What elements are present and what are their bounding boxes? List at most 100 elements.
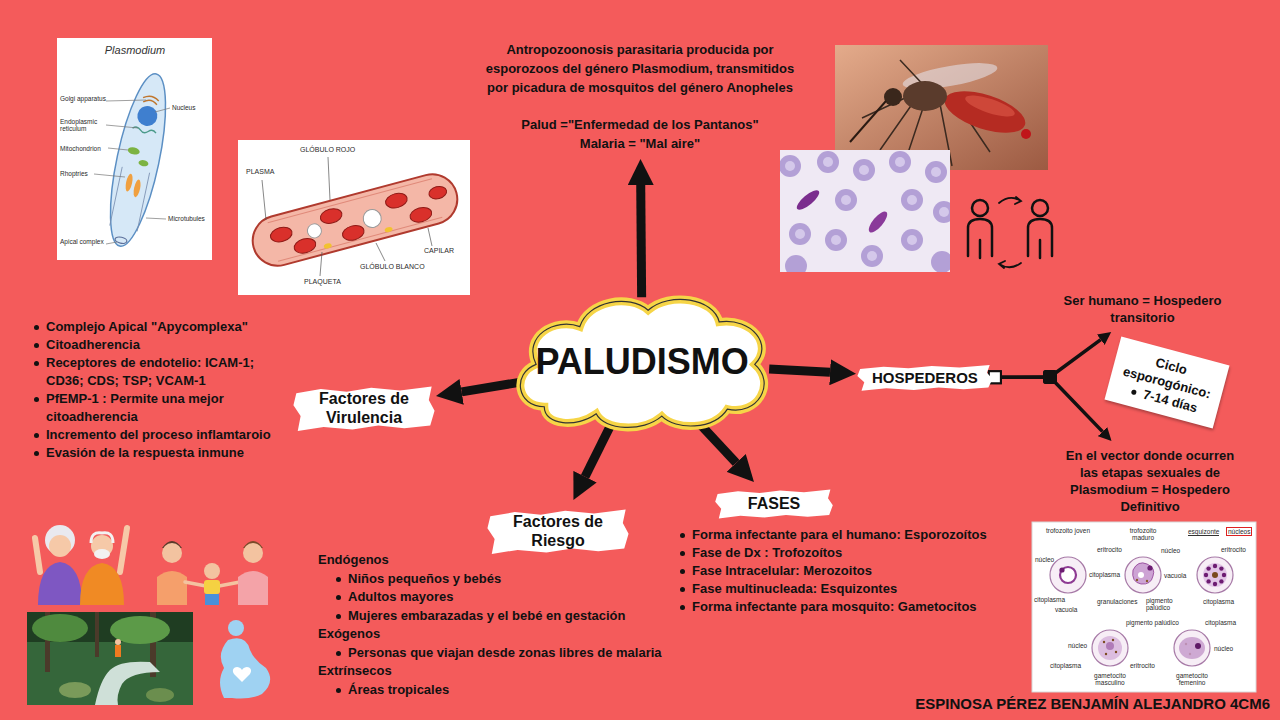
blood-smear-photo xyxy=(901,229,923,251)
parasite-stages-figure xyxy=(1197,557,1233,593)
bullet-item: Mujeres embarazadas y el bebé en gestaci… xyxy=(332,607,728,626)
parasite-stages-figure xyxy=(1050,557,1233,666)
cloud-outline xyxy=(520,299,764,427)
part-label: Rhoptries xyxy=(60,170,106,177)
mosquito-photo xyxy=(850,101,886,142)
pregnancy-icon xyxy=(220,638,270,698)
parasite-stages-figure xyxy=(1212,572,1218,578)
host-cycle-icon xyxy=(999,197,1021,204)
parasite-stages-figure xyxy=(1204,564,1226,586)
forest-photo xyxy=(27,612,193,705)
bullet-list: Forma infectante para el humano: Esporoz… xyxy=(676,526,1028,616)
parasite-stages-figure xyxy=(1213,564,1217,568)
node-text: Endógenos xyxy=(318,551,728,570)
pregnancy-icon xyxy=(228,620,244,636)
blood-vessel-figure xyxy=(384,191,409,210)
blood-smear-photo xyxy=(780,150,950,272)
blood-smear-photo xyxy=(895,157,905,167)
family-figure xyxy=(205,594,219,605)
host-cycle-icon xyxy=(999,261,1021,268)
plasmodium-figure xyxy=(57,38,212,260)
definition-text: Antropozoonosis parasitaria producida po… xyxy=(485,40,795,153)
brush-stroke xyxy=(486,504,630,558)
parasite-stages-figure xyxy=(1179,637,1205,659)
host-cycle-icon xyxy=(1028,219,1052,258)
host-cycle-icon xyxy=(972,200,988,216)
blood-smear-photo xyxy=(780,151,950,272)
node-text: FASES xyxy=(734,494,814,513)
blood-smear-photo xyxy=(785,255,807,272)
bullet-item: Áreas tropicales xyxy=(332,681,728,700)
bullet-list: Complejo Apical "Apycomplexa"Citoadheren… xyxy=(30,318,295,462)
parasite-stages-figure xyxy=(1222,573,1226,577)
parasite-stages-figure xyxy=(1112,639,1114,641)
part-label: granulaciones xyxy=(1097,598,1137,605)
stage-label: trofozoito joven xyxy=(1043,527,1093,534)
forest-photo xyxy=(59,682,91,698)
parasite-stages-figure xyxy=(1136,579,1138,581)
author-credit: ESPINOSA PÉREZ BENJAMÍN ALEJANDRO 4CM6 xyxy=(915,696,1270,713)
parasite-stages-figure xyxy=(1138,572,1144,578)
part-label: núcleo xyxy=(1068,642,1087,649)
node-text: Palud ="Enfermedad de los Pantanos" xyxy=(485,115,795,134)
part-label: PLAQUETA xyxy=(304,278,341,286)
part-label: citoplasma xyxy=(1050,662,1081,669)
brush-stroke xyxy=(715,490,833,519)
arrow-connector xyxy=(988,377,1103,432)
parasite-stages-figure xyxy=(1146,580,1148,582)
mosquito-photo xyxy=(940,83,1030,141)
blood-smear-photo xyxy=(780,155,801,177)
brush-stroke xyxy=(293,386,434,431)
part-label: Nucleus xyxy=(172,104,210,111)
bullet-item: Complejo Apical "Apycomplexa" xyxy=(30,318,295,336)
blood-smear-photo xyxy=(785,157,949,261)
junction-group xyxy=(989,370,1057,384)
arrow-connector xyxy=(462,382,521,392)
part-label: vacuola xyxy=(1164,572,1186,579)
plasmodium-figure xyxy=(138,159,149,167)
host-note: En el vector donde ocurren las etapas se… xyxy=(1055,445,1245,517)
blood-vessel-figure xyxy=(247,169,463,272)
blood-smear-photo xyxy=(889,151,911,173)
arrow-connector xyxy=(585,425,611,477)
parasite-stages-figure xyxy=(1206,579,1210,583)
plasmodium-figure xyxy=(114,236,127,244)
host-note: Ser humano = Hospedero transitorio xyxy=(1055,290,1230,328)
blood-vessel-figure xyxy=(408,205,433,224)
blood-vessel-figure xyxy=(306,222,323,239)
blood-vessel-figure xyxy=(247,169,463,272)
blood-smear-photo xyxy=(931,167,941,177)
elderly-couple-figure xyxy=(38,562,82,605)
parasite-stages-figure xyxy=(1103,641,1105,643)
part-label: citoplasma xyxy=(1089,571,1120,578)
bullet-item: Fase de Dx : Trofozoítos xyxy=(676,544,1028,562)
blood-smear-photo xyxy=(785,161,795,171)
bullet-item: Receptores de endotelio: ICAM-1; CD36; C… xyxy=(30,354,295,390)
brush-stroke xyxy=(487,509,628,554)
parasite-stages-figure xyxy=(1174,630,1210,666)
blood-smear-photo xyxy=(823,157,833,167)
forest-photo xyxy=(95,612,99,657)
mosquito-photo xyxy=(963,91,1017,120)
parasite-stages-figure xyxy=(1105,653,1107,655)
node-text: Exógenos xyxy=(318,625,728,644)
plasmodium-figure xyxy=(99,70,177,251)
branch-heading: Factores de Riesgo xyxy=(492,506,624,556)
part-label: citoplasma xyxy=(1205,619,1236,626)
blood-smear-photo xyxy=(853,159,875,181)
elderly-couple-figure xyxy=(94,549,110,559)
blood-smear-photo xyxy=(780,150,950,272)
blood-smear-photo xyxy=(861,245,883,267)
parasite-stages-figure xyxy=(1125,557,1161,593)
blood-smear-photo xyxy=(866,209,890,235)
arrow-connector xyxy=(769,369,830,372)
part-label: citoplasma xyxy=(1034,596,1065,603)
branch-heading: Factores de Virulencia xyxy=(298,383,430,433)
parasite-stages-figure xyxy=(1050,557,1086,593)
blood-smear-photo xyxy=(901,189,923,211)
parasite-stages-figure xyxy=(1032,522,1256,692)
blood-smear-photo xyxy=(925,161,947,183)
mosquito-photo xyxy=(903,81,947,111)
stage-label: gametocito masculino xyxy=(1085,672,1135,686)
part-label: núcleos xyxy=(1226,527,1252,536)
